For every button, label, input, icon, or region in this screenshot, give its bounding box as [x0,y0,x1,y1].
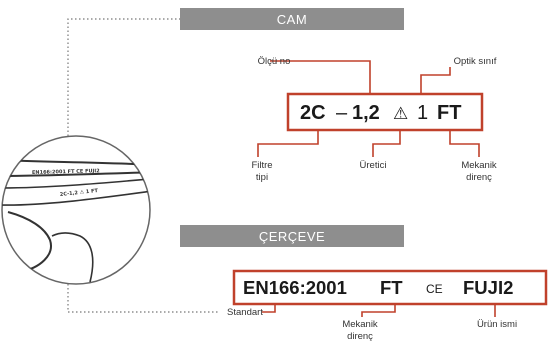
connector-bottom [67,284,220,313]
product-name-label: Ürün ismi [477,319,517,330]
frame-code-box [232,269,548,306]
frame-section: ÇERÇEVE EN166:2001 FT CE FUJI2 Standart … [180,225,548,342]
lens-mechanical-label-1: Mekanik [461,160,497,171]
lens-print-text: 2C-1,2 ⚠ 1 FT [60,188,99,198]
frame-code-mechanical: FT [380,277,403,298]
magnifier: EN166:2001 FT CE FUJI2 2C-1,2 ⚠ 1 FT [1,135,151,285]
lens-mechanical-label-2: direnç [466,172,492,183]
magnifier-circle [1,135,151,285]
frame-print-text: EN166:2001 FT CE FUJI2 [32,168,100,176]
connector-lines [67,18,220,313]
frame-title: ÇERÇEVE [259,229,325,244]
lens-code-scale: 1,2 [352,102,380,124]
frame-mechanical-label-1: Mekanik [342,319,378,330]
frame-code-standard: EN166:2001 [243,277,347,298]
lens-section: CAM 2C – 1,2 ⚠ 1 FT Ölçü no Optik sınıf … [180,8,497,183]
filter-type-label-1: Filtre [251,160,272,171]
frame-title-bar [180,225,404,247]
frame-mechanical-label-2: direnç [347,331,373,342]
scale-number-label: Ölçü no [258,56,291,67]
frame-callout-lines [262,304,496,317]
lens-code-mechanical: FT [437,102,461,124]
lens-code-filter: 2C [300,102,326,124]
cam-title: CAM [277,12,307,27]
lens-code-optical-class: 1 [417,102,428,124]
manufacturer-label: Üretici [360,160,387,171]
standard-label: Standart [227,307,263,318]
ce-mark-icon: CE [426,282,443,296]
connector-top [67,18,180,136]
lens-code-dash: – [336,102,348,124]
lens-code-box [286,92,484,132]
optical-class-label: Optik sınıf [454,56,497,67]
cam-title-bar [180,8,404,30]
manufacturer-mark-icon: ⚠ [393,104,408,123]
frame-code-product: FUJI2 [463,277,513,298]
lens-callout-lines [257,60,480,157]
filter-type-label-2: tipi [256,172,268,183]
